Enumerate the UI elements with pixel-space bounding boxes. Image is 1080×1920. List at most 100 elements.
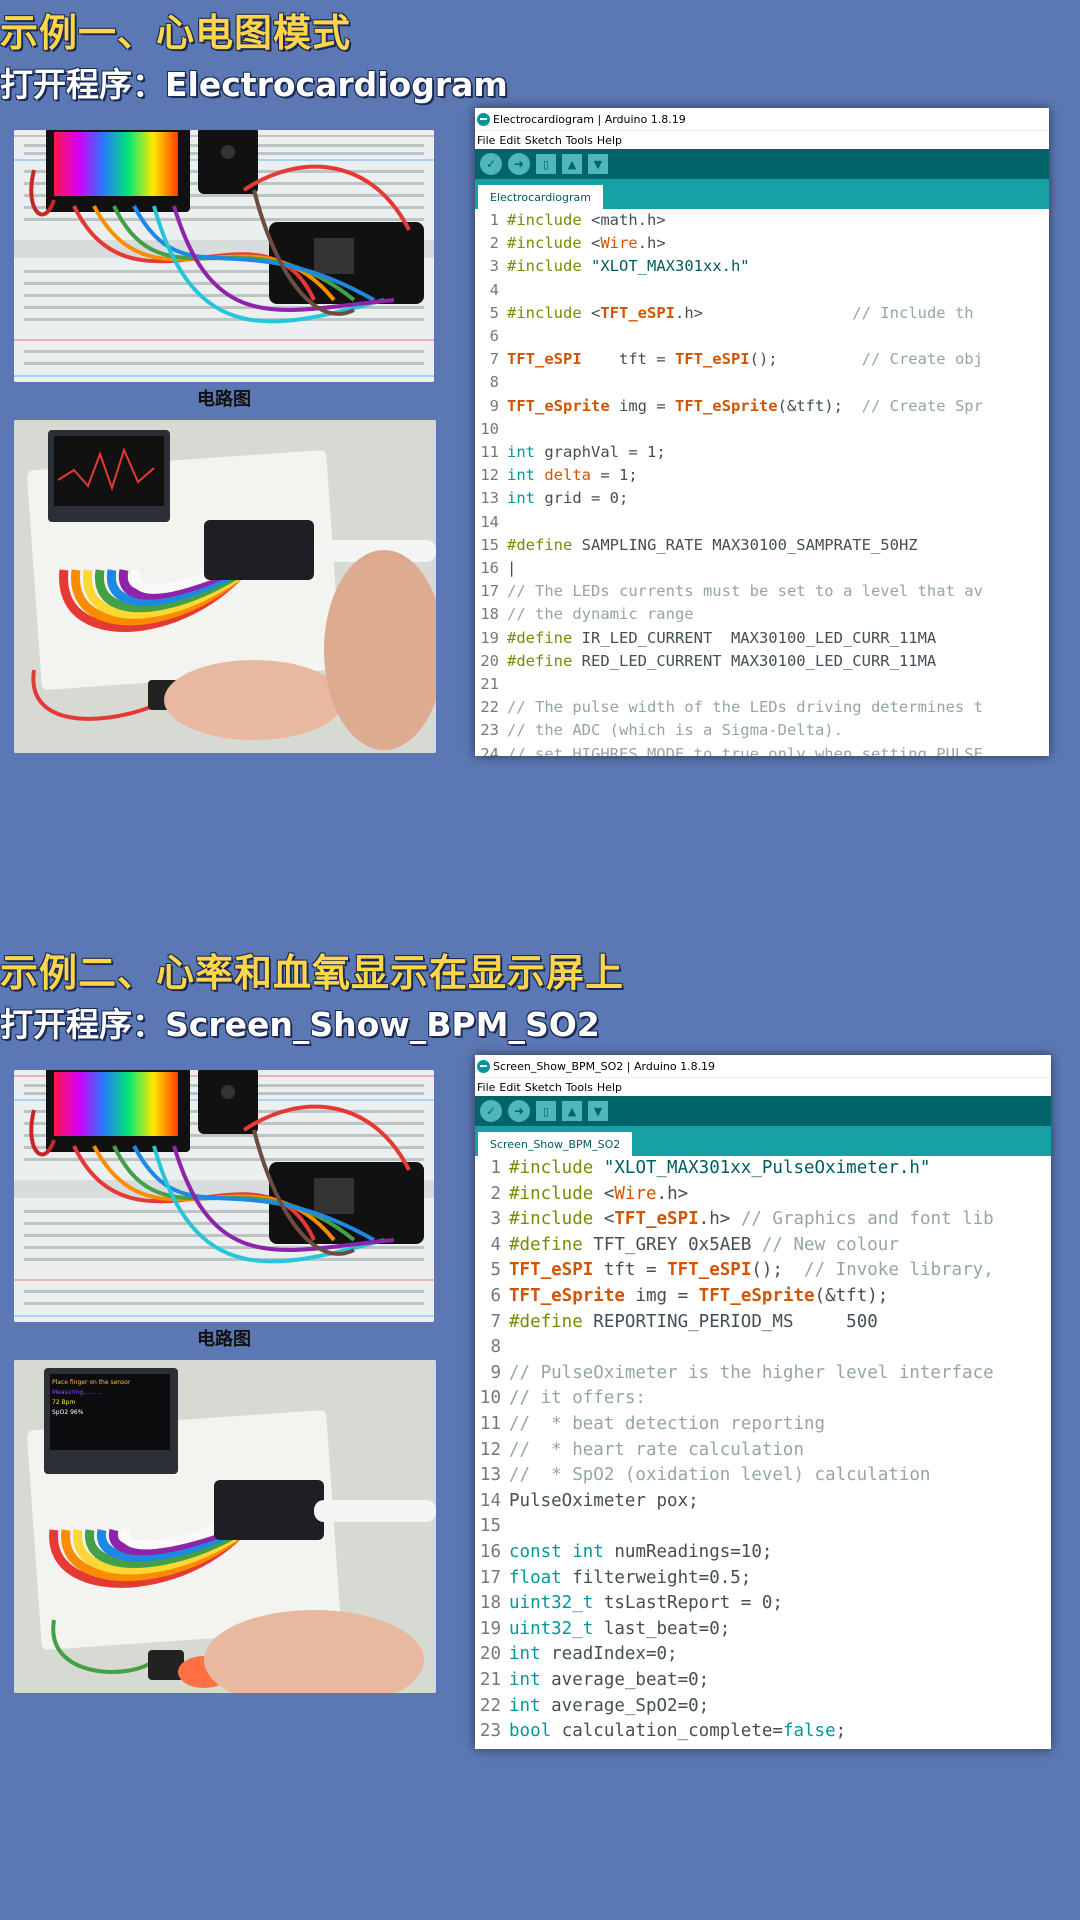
code-line[interactable]: 13// * SpO2 (oxidation level) calculatio… [475, 1465, 1051, 1491]
upload-icon[interactable]: ➜ [508, 1100, 530, 1122]
tab-bar: Screen_Show_BPM_SO2 [475, 1126, 1051, 1156]
window-titlebar[interactable]: Screen_Show_BPM_SO2 | Arduino 1.8.19 [475, 1055, 1051, 1078]
toolbar: ✓ ➜ ▯ ▲ ▼ [475, 1096, 1051, 1126]
code-line[interactable]: 15#define SAMPLING_RATE MAX30100_SAMPRAT… [475, 536, 1049, 559]
open-icon[interactable]: ▲ [562, 1101, 582, 1121]
new-icon[interactable]: ▯ [536, 154, 556, 174]
line-number: 6 [489, 327, 499, 345]
code-line[interactable]: 10// it offers: [475, 1388, 1051, 1414]
code-text: TFT_eSPI tft = TFT_eSPI(); // Create obj [507, 350, 983, 369]
open-icon[interactable]: ▲ [562, 154, 582, 174]
line-number: 22 [480, 698, 499, 717]
code-line[interactable]: 24// set HIGHRES_MODE to true only when … [475, 745, 1049, 756]
line-number: 18 [479, 1593, 501, 1614]
menu-file[interactable]: File [477, 1080, 496, 1094]
display-prompt: Place finger on the sensor [52, 1379, 131, 1386]
code-text: uint32_t tsLastReport = 0; [509, 1593, 783, 1614]
code-line[interactable]: 20#define RED_LED_CURRENT MAX30100_LED_C… [475, 652, 1049, 675]
code-line[interactable]: 5#include <TFT_eSPI.h> // Include th [475, 304, 1049, 327]
line-number: 3 [489, 257, 499, 276]
code-text: #include "XLOT_MAX301xx_PulseOximeter.h" [509, 1158, 931, 1178]
code-line[interactable]: 3#include "XLOT_MAX301xx.h" [475, 257, 1049, 280]
code-line[interactable]: 19#define IR_LED_CURRENT MAX30100_LED_CU… [475, 629, 1049, 652]
code-line[interactable]: 4#define TFT_GREY 0x5AEB // New colour [475, 1235, 1051, 1261]
menu-help[interactable]: Help [596, 1080, 622, 1094]
code-line[interactable]: 7#define REPORTING_PERIOD_MS 500 [475, 1312, 1051, 1338]
code-line[interactable]: 15 [475, 1516, 1051, 1542]
tab-screen-show-bpm-so2[interactable]: Screen_Show_BPM_SO2 [478, 1132, 633, 1156]
code-line[interactable]: 12// * heart rate calculation [475, 1440, 1051, 1466]
tab-electrocardiogram[interactable]: Electrocardiogram [478, 185, 603, 209]
code-line[interactable]: 23// the ADC (which is a Sigma-Delta). [475, 721, 1049, 744]
code-line[interactable]: 10 [475, 420, 1049, 443]
menu-edit[interactable]: Edit [499, 133, 521, 147]
code-text: bool calculation_complete=false; [509, 1721, 847, 1742]
code-line[interactable]: 18 uint32_t tsLastReport = 0; [475, 1593, 1051, 1619]
code-line[interactable]: 4 [475, 281, 1049, 304]
verify-icon[interactable]: ✓ [480, 153, 502, 175]
code-line[interactable]: 8 [475, 373, 1049, 396]
code-line[interactable]: 3 #include <TFT_eSPI.h> // Graphics and f… [475, 1209, 1051, 1235]
code-line[interactable]: 6 [475, 327, 1049, 350]
menu-tools[interactable]: Tools [565, 133, 593, 147]
code-line[interactable]: 17// The LEDs currents must be set to a … [475, 582, 1049, 605]
save-icon[interactable]: ▼ [588, 1101, 608, 1121]
code-editor[interactable]: 1 #include "XLOT_MAX301xx_PulseOximeter.h… [475, 1156, 1051, 1748]
window-title: Electrocardiogram | Arduino 1.8.19 [493, 112, 686, 126]
line-number: 10 [479, 1388, 501, 1409]
code-text: | [507, 559, 517, 577]
code-editor[interactable]: 1#include <math.h>2#include <Wire.h>3#in… [475, 209, 1049, 756]
hardware-photo-1 [14, 420, 436, 753]
code-line[interactable]: 1 #include "XLOT_MAX301xx_PulseOximeter.h… [475, 1158, 1051, 1184]
menu-bar: File Edit Sketch Tools Help [475, 1078, 1051, 1096]
code-line[interactable]: 9// PulseOximeter is the higher level in… [475, 1363, 1051, 1389]
code-line[interactable]: 1#include <math.h> [475, 211, 1049, 234]
code-line[interactable]: 14 [475, 513, 1049, 536]
menu-file[interactable]: File [477, 133, 496, 147]
code-text: #include <TFT_eSPI.h> // Include th [507, 303, 974, 322]
code-text: // the ADC (which is a Sigma-Delta). [507, 721, 843, 740]
tft-display-text: Place finger on the sensor Measuring....… [52, 1378, 170, 1418]
code-line[interactable]: 16| [475, 559, 1049, 582]
line-number: 1 [490, 1158, 501, 1178]
line-number: 19 [480, 628, 499, 647]
code-text: int delta = 1; [507, 466, 638, 485]
verify-icon[interactable]: ✓ [480, 1100, 502, 1122]
line-number: 21 [480, 675, 499, 693]
menu-edit[interactable]: Edit [499, 1080, 521, 1094]
code-line[interactable]: 22// The pulse width of the LEDs driving… [475, 698, 1049, 721]
code-line[interactable]: 8 [475, 1337, 1051, 1363]
code-line[interactable]: 11// * beat detection reporting [475, 1414, 1051, 1440]
circuit-caption-2: 电路图 [197, 1329, 251, 1350]
code-line[interactable]: 2#include <Wire.h> [475, 1184, 1051, 1210]
code-line[interactable]: 2#include <Wire.h> [475, 234, 1049, 257]
code-line[interactable]: 21 [475, 675, 1049, 698]
menu-tools[interactable]: Tools [565, 1080, 593, 1094]
window-titlebar[interactable]: Electrocardiogram | Arduino 1.8.19 [475, 108, 1049, 131]
code-text: float filterweight=0.5; [509, 1567, 752, 1588]
code-text: #include <TFT_eSPI.h> // Graphics and fo… [509, 1209, 994, 1230]
new-icon[interactable]: ▯ [536, 1101, 556, 1121]
line-number: 3 [490, 1209, 501, 1230]
code-line[interactable]: 18// the dynamic range [475, 605, 1049, 628]
save-icon[interactable]: ▼ [588, 154, 608, 174]
menu-sketch[interactable]: Sketch [524, 133, 562, 147]
upload-icon[interactable]: ➜ [508, 153, 530, 175]
menu-sketch[interactable]: Sketch [524, 1080, 562, 1094]
menu-help[interactable]: Help [596, 133, 622, 147]
